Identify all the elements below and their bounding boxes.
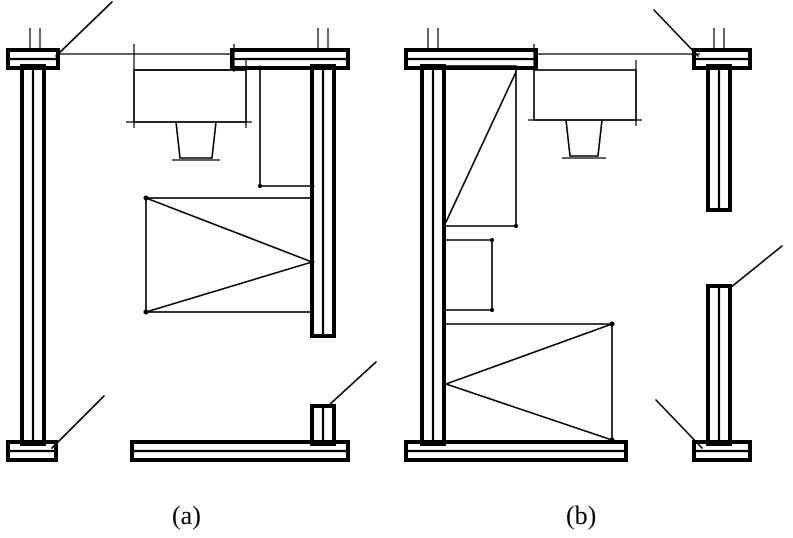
plan-a-left-wall: [6, 28, 60, 462]
plan-b-door-swing-middle: [729, 245, 783, 289]
plan-b-sink: [528, 60, 642, 159]
plan-a-door-swing-bottom: [51, 395, 105, 449]
plan-a-right-wall: [230, 28, 350, 338]
plan-a-toilet-box: [258, 65, 315, 188]
plan-b-bathtub: [443, 321, 615, 443]
plan-a-bottom-wall: [130, 404, 350, 462]
plan-b-toilet-box: [443, 238, 494, 312]
plan-b-left-wall: [404, 28, 628, 462]
plan-a: [6, 1, 377, 462]
plan-a-bathtub: [143, 195, 315, 315]
plan-b-right-wall: [692, 28, 752, 462]
plan-b-tall-fixture: [443, 65, 518, 228]
plan-b-door-swing-top: [653, 9, 699, 57]
caption-a: (a): [172, 501, 201, 530]
caption-b: (b): [566, 501, 597, 530]
plan-a-sink: [126, 44, 252, 161]
plan-a-door-swing-top: [55, 1, 113, 57]
plan-b: [404, 9, 783, 462]
plan-a-door-swing-right: [327, 361, 377, 407]
plan-b-door-swing-bottom: [655, 399, 703, 449]
